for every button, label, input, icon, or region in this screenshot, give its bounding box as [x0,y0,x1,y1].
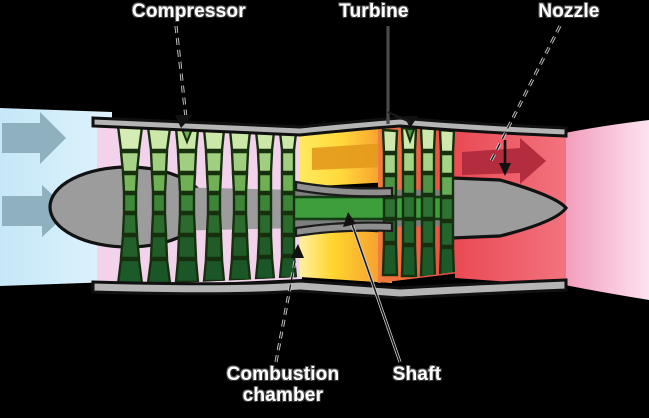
tail-cone [450,176,569,240]
label-compressor: Compressor [132,1,246,22]
label-shaft: Shaft [392,364,442,385]
compressor-blade-stages [116,124,298,286]
compressor-stage-3 [174,126,200,284]
exhaust-plume [565,120,649,300]
compressor-stage-4 [202,127,226,283]
label-turbine: Turbine [339,1,409,22]
turbine-stage-4 [438,128,455,278]
label-nozzle: Nozzle [538,1,600,22]
turbine-stage-3 [419,126,437,279]
compressor-stage-1 [116,124,144,286]
turbine-stage-1 [381,128,399,277]
label-combustion-chamber: Combustion chamber [226,364,340,406]
compressor-stage-5 [228,128,252,282]
engine-casing [91,116,568,300]
compressor-stage-6 [254,129,276,281]
turbine-stage-2 [400,126,418,278]
leader-lines [174,25,562,363]
